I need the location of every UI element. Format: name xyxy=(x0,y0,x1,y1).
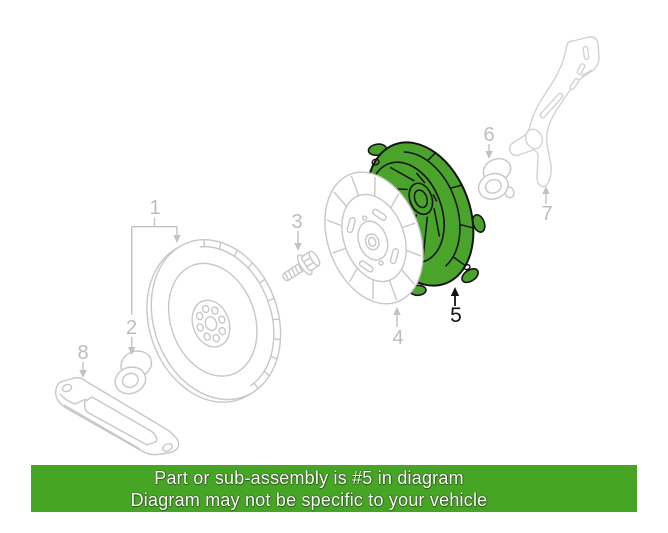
part-label-3: 3 xyxy=(291,211,302,233)
bolt-drawing xyxy=(282,250,321,282)
callout-leader-5 xyxy=(450,287,460,306)
banner-line-2: Diagram may not be specific to your vehi… xyxy=(130,490,488,510)
part-label-5-highlighted: 5 xyxy=(450,304,462,327)
clutch-disc-segments xyxy=(326,175,422,301)
part-label-6: 6 xyxy=(483,124,494,146)
clutch-fork-drawing xyxy=(508,36,600,188)
callout-arrowheads xyxy=(79,151,550,378)
highlight-info-banner: Part or sub-assembly is #5 in diagram Di… xyxy=(31,465,637,512)
part-label-7: 7 xyxy=(541,203,552,225)
part-label-1: 1 xyxy=(149,197,160,219)
part-label-8: 8 xyxy=(77,342,88,364)
banner-line-1: Part or sub-assembly is #5 in diagram xyxy=(154,468,464,488)
callout-leaders xyxy=(82,144,547,371)
flywheel-teeth xyxy=(203,239,281,390)
pilot-bushing-drawing xyxy=(114,350,153,395)
part-label-4: 4 xyxy=(392,327,403,349)
clutch-disc-drawing xyxy=(324,171,424,305)
part-label-2: 2 xyxy=(126,317,137,339)
bracket-drawing xyxy=(54,376,180,456)
release-bearing-drawing xyxy=(477,158,515,200)
flywheel-drawing xyxy=(146,239,282,403)
